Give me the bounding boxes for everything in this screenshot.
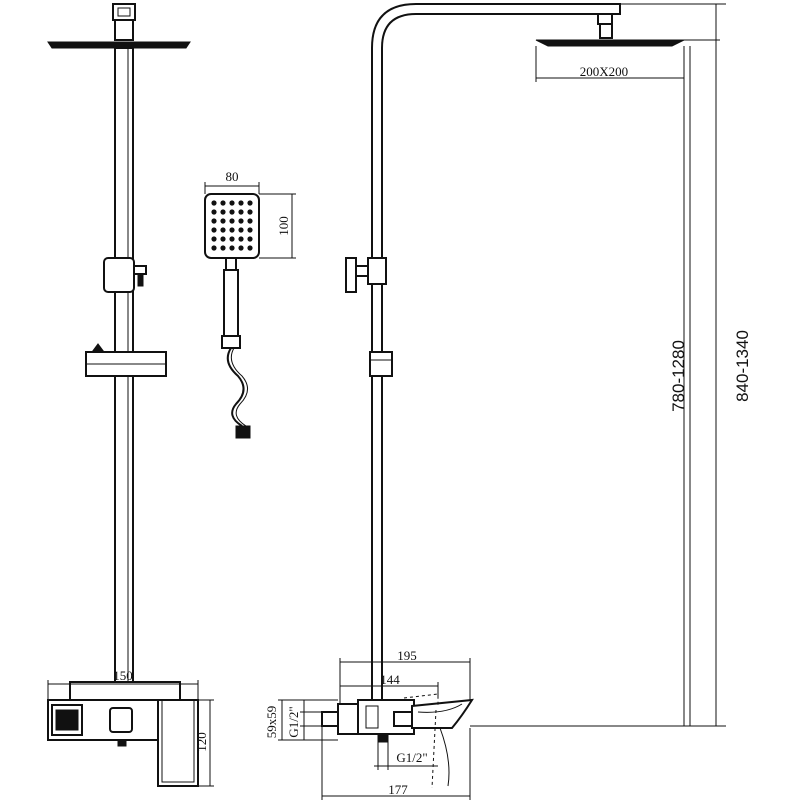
dim-label-195: 195 [397, 648, 417, 663]
front-slider-bracket [103, 257, 147, 293]
hand-shower-nozzles [211, 200, 253, 251]
nozzle-dot [229, 209, 235, 215]
side-view: 200X200 [264, 3, 752, 800]
dim-label-150: 150 [113, 668, 133, 683]
nozzle-dot [220, 209, 226, 215]
front-view: 150 120 [47, 3, 214, 787]
nozzle-dot [247, 227, 253, 233]
side-holder [369, 351, 393, 377]
dim-label-thread-upper: G1/2" [286, 706, 301, 737]
dim-label-80: 80 [226, 169, 239, 184]
side-slider-knob [345, 257, 387, 293]
nozzle-dot [247, 218, 253, 224]
dim-177: 177 [321, 726, 471, 800]
nozzle-dot [229, 245, 235, 251]
nozzle-dot [220, 245, 226, 251]
nozzle-dot [211, 236, 217, 242]
dim-80: 80 [204, 169, 260, 194]
dim-100: 100 [259, 193, 296, 259]
dim-label-59x59: 59x59 [264, 706, 279, 739]
nozzle-dot [229, 218, 235, 224]
nozzle-dot [247, 236, 253, 242]
side-overhead-arm [371, 3, 621, 712]
dim-label-200x200: 200X200 [580, 64, 628, 79]
front-rain-head [47, 3, 191, 49]
nozzle-dot [247, 209, 253, 215]
dim-200x200: 200X200 [535, 46, 685, 82]
dim-label-177: 177 [388, 782, 408, 797]
nozzle-dot [211, 209, 217, 215]
dim-label-100: 100 [276, 216, 291, 236]
dim-label-120: 120 [194, 732, 209, 752]
dim-thread-upper: G1/2" [286, 700, 322, 740]
nozzle-dot [220, 218, 226, 224]
dim-840-1340: 840-1340 [620, 3, 752, 727]
nozzle-dot [229, 236, 235, 242]
nozzle-dot [238, 227, 244, 233]
nozzle-dot [220, 227, 226, 233]
side-mixer [321, 693, 474, 789]
nozzle-dot [220, 236, 226, 242]
dim-195: 195 [339, 648, 471, 704]
dim-59x59: 59x59 [264, 699, 338, 741]
nozzle-dot [211, 200, 217, 206]
dim-label-thread-lower: G1/2" [396, 750, 427, 765]
side-rain-head [535, 13, 720, 47]
front-mixer [47, 681, 199, 787]
nozzle-dot [229, 227, 235, 233]
dim-thread-lower: G1/2" [374, 742, 438, 770]
nozzle-dot [238, 218, 244, 224]
dim-label-780-1280: 780-1280 [669, 340, 688, 412]
nozzle-dot [238, 209, 244, 215]
nozzle-dot [220, 200, 226, 206]
nozzle-dot [211, 245, 217, 251]
dim-120: 120 [194, 699, 214, 787]
hand-shower: 80 100 [204, 169, 296, 439]
dim-label-840-1340: 840-1340 [733, 330, 752, 402]
nozzle-dot [238, 245, 244, 251]
nozzle-dot [247, 200, 253, 206]
front-holder [85, 343, 167, 377]
nozzle-dot [247, 245, 253, 251]
nozzle-dot [211, 227, 217, 233]
dim-144: 144 [340, 672, 439, 696]
nozzle-dot [229, 200, 235, 206]
dim-label-144: 144 [380, 672, 400, 687]
nozzle-dot [238, 200, 244, 206]
dim-150: 150 [47, 668, 199, 700]
nozzle-dot [211, 218, 217, 224]
dim-780-1280: 780-1280 [470, 46, 696, 727]
nozzle-dot [238, 236, 244, 242]
